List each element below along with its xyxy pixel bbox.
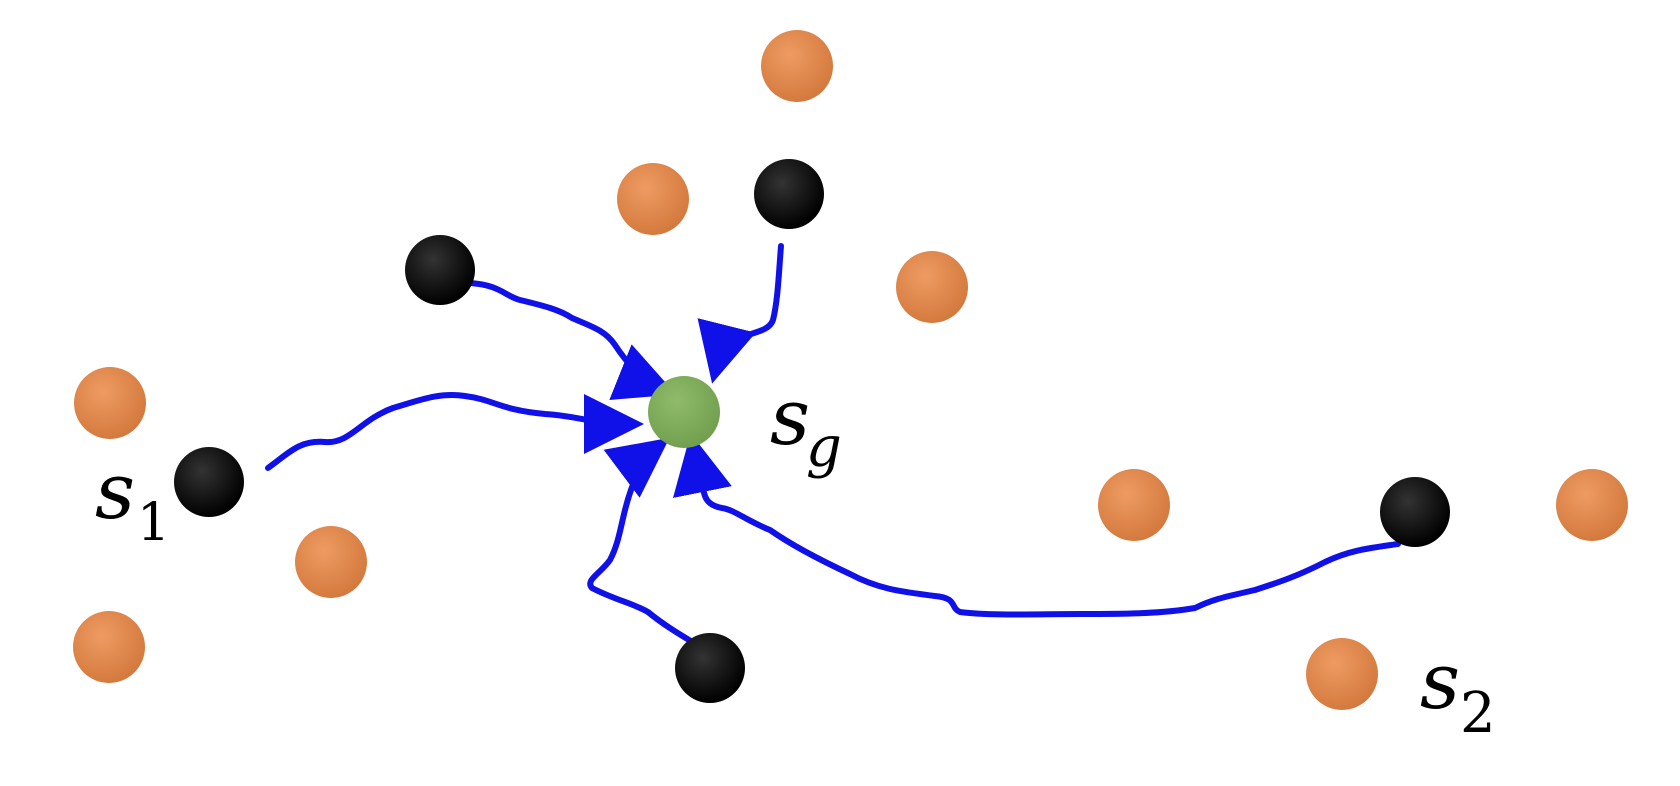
label-s2: s 2 <box>1420 637 1496 746</box>
orange-nodes <box>73 30 1628 710</box>
orange-node <box>1098 469 1170 541</box>
path-bottom-to-goal <box>587 437 720 660</box>
orange-node <box>761 30 833 102</box>
label-s1-sub: 1 <box>137 493 170 553</box>
label-s2-base: s <box>1420 637 1460 727</box>
black-nodes <box>174 159 1450 703</box>
black-node <box>405 235 475 305</box>
black-node <box>675 633 745 703</box>
label-s2-sub: 2 <box>1460 681 1496 746</box>
orange-node <box>617 163 689 235</box>
path-top-to-goal <box>697 243 784 384</box>
black-node <box>754 159 824 229</box>
path-s1-to-goal <box>265 391 644 471</box>
label-sg-base: s <box>770 373 810 463</box>
label-s1-base: s <box>95 447 135 537</box>
orange-node <box>74 367 146 439</box>
label-sg-sub: g <box>806 415 842 480</box>
orange-node <box>1556 469 1628 541</box>
orange-node <box>73 611 145 683</box>
orange-node <box>896 251 968 323</box>
paths <box>265 243 1401 660</box>
orange-node <box>1306 638 1378 710</box>
goal-node <box>648 376 720 448</box>
black-node-s1 <box>174 447 244 517</box>
label-sg: s g <box>770 373 842 480</box>
black-node-s2 <box>1380 477 1450 547</box>
label-s1: s 1 <box>95 447 170 553</box>
orange-node <box>295 526 367 598</box>
path-top-left-to-goal <box>467 280 677 401</box>
path-s2-to-goal <box>672 433 1401 618</box>
